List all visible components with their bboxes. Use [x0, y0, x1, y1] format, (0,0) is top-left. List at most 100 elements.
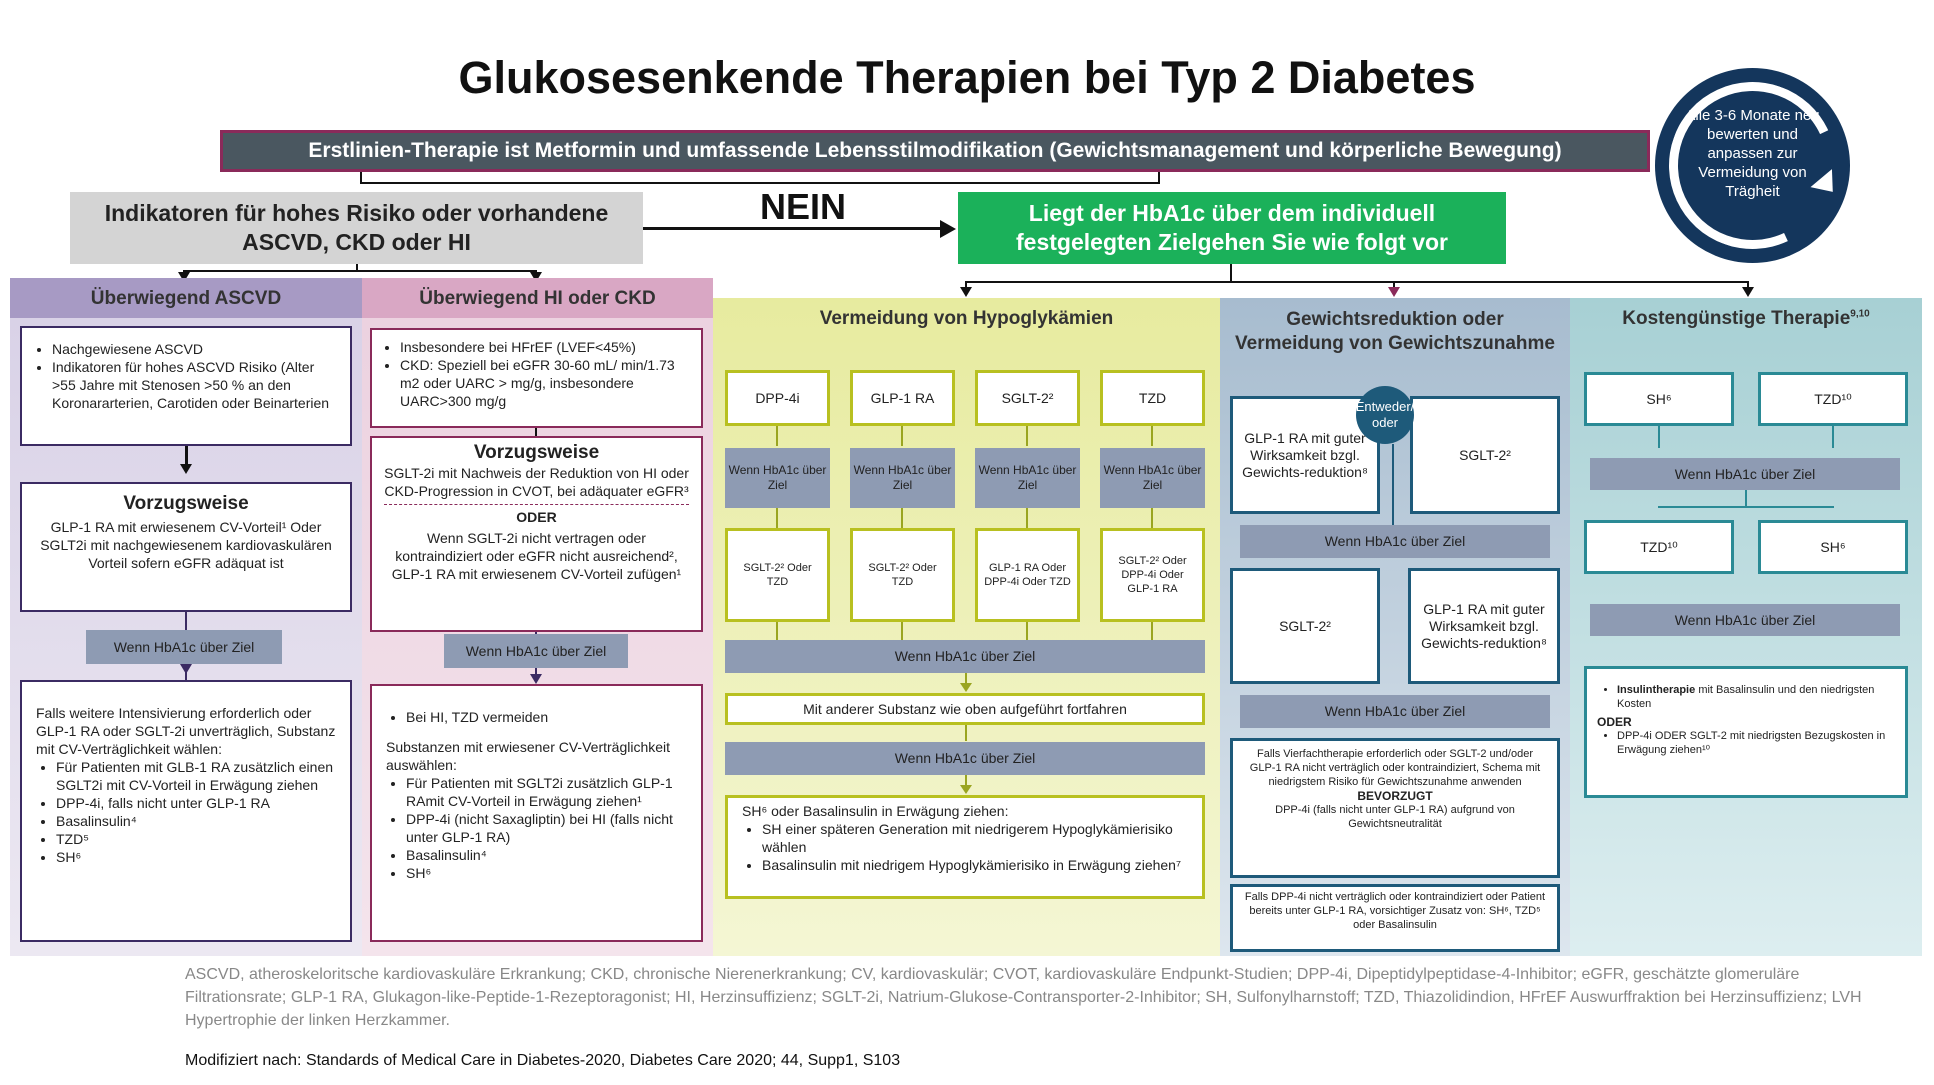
hi-final-box: Bei HI, TZD vermeiden Substanzen mit erw…	[370, 684, 703, 942]
weight-sglt2-box-2: SGLT-2²	[1230, 568, 1380, 684]
box-text: GLP-1 RA	[870, 389, 935, 406]
list-item: DPP-4i (nicht Saxagliptin) bei HI (falls…	[406, 810, 687, 846]
hi-preferred-head: Vorzugsweise	[473, 442, 600, 463]
list-item: Insbesondere bei HFrEF (LVEF<45%)	[400, 338, 693, 356]
cost-sh-box: SH⁶	[1584, 372, 1734, 426]
cost-sh-box-2: SH⁶	[1758, 520, 1908, 574]
hi-preferred-text: SGLT-2i mit Nachweis der Reduktion von H…	[384, 465, 689, 499]
cost-oder-label: ODER	[1597, 715, 1632, 729]
ascvd-preferred-box: Vorzugsweise GLP-1 RA mit erwiesenem CV-…	[20, 482, 352, 612]
weight-panel-head: Gewichtsreduktion oder Vermeidung von Ge…	[1235, 309, 1555, 354]
weight-hba-if-above: Wenn HbA1c über Ziel	[1240, 525, 1550, 558]
ascvd-panel-head: Überwiegend ASCVD	[90, 288, 282, 309]
connector	[1392, 444, 1394, 526]
hypo-drug-box: DPP-4i	[725, 370, 830, 426]
box-text: TZD¹⁰	[1640, 538, 1678, 555]
connector	[965, 725, 967, 741]
hypo-drug-box: GLP-1 RA	[850, 370, 955, 426]
arrow-down-icon	[530, 674, 542, 684]
ascvd-final-box: Falls weitere Intensivierung erforderlic…	[20, 680, 352, 942]
connector	[185, 446, 188, 466]
insulin-label: Insulintherapie	[1617, 684, 1696, 696]
hi-alt-text: Wenn SGLT-2i nicht vertragen oder kontra…	[391, 530, 682, 582]
list-item: Für Patienten mit SGLT2i zusätzlich GLP-…	[406, 774, 687, 810]
weight-panel: Gewichtsreduktion oder Vermeidung von Ge…	[1220, 298, 1570, 956]
hypo-hba-small: Wenn HbA1c über Ziel	[1100, 448, 1205, 508]
connector	[1151, 508, 1153, 528]
page-title: Glukosesenkende Therapien bei Typ 2 Diab…	[458, 52, 1476, 103]
hba-label: Wenn HbA1c über Ziel	[1674, 465, 1816, 482]
list-item: SH⁶	[406, 864, 687, 882]
no-arrowhead-icon	[940, 220, 956, 238]
cost-tzd-box: TZD¹⁰	[1758, 372, 1908, 426]
hypo-hba-small: Wenn HbA1c über Ziel	[725, 448, 830, 508]
weight-last-box: Falls DPP-4i nicht verträglich oder kont…	[1230, 884, 1560, 952]
list-item: DPP-4i ODER SGLT-2 mit niedrigsten Bezug…	[1617, 729, 1895, 757]
list-item: SH einer späteren Generation mit niedrig…	[762, 820, 1188, 856]
weight-glp1-box: GLP-1 RA mit guter Wirksamkeit bzgl. Gew…	[1230, 396, 1380, 514]
ascvd-indicators-box: Nachgewiesene ASCVD Indikatoren für hohe…	[20, 326, 352, 446]
box-text: TZD	[1138, 389, 1167, 406]
hypo-hba-if-above: Wenn HbA1c über Ziel	[725, 640, 1205, 673]
connector	[901, 426, 903, 446]
box-text: SH⁶	[1820, 538, 1846, 555]
list-item: CKD: Speziell bei eGFR 30-60 mL/ min/1.7…	[400, 356, 693, 410]
risk-box-text: Indikatoren für hohes Risiko oder vorhan…	[104, 200, 609, 255]
cycle-text: Alle 3-6 Monate neu bewerten und anpasse…	[1685, 107, 1820, 200]
hba-label: Wenn HbA1c über Ziel	[1674, 611, 1816, 628]
box-text: SGLT-2²	[1279, 617, 1331, 634]
arrow-down-icon	[178, 272, 190, 282]
weight-sglt2-box: SGLT-2²	[1410, 396, 1560, 514]
list-item: Nachgewiesene ASCVD	[52, 340, 340, 358]
no-label: NEIN	[760, 186, 847, 227]
connector	[1745, 490, 1747, 507]
hypo-continue-box: Mit anderer Substanz wie oben aufgeführt…	[725, 693, 1205, 725]
weight-preferred-label: BEVORZUGT	[1357, 789, 1433, 803]
connector	[1026, 508, 1028, 528]
box-text: GLP-1 RA mit guter Wirksamkeit bzgl. Gew…	[1421, 600, 1547, 651]
connector	[776, 426, 778, 446]
box-text: SGLT-2²	[1001, 389, 1054, 406]
hba-label: Wenn HbA1c über Ziel	[465, 642, 607, 659]
cost-head-sup: 9,10	[1850, 308, 1870, 320]
hypo-drug-box: TZD	[1100, 370, 1205, 426]
either-text: Entweder/ oder	[1355, 399, 1415, 430]
ascvd-final-intro: Falls weitere Intensivierung erforderlic…	[36, 705, 336, 757]
ascvd-preferred-head: Vorzugsweise	[123, 493, 249, 514]
arrow-down-icon	[1742, 287, 1754, 297]
cost-final-box: Insulintherapie mit Basalinsulin und den…	[1584, 666, 1908, 798]
cost-hba-if-above: Wenn HbA1c über Ziel	[1590, 458, 1900, 490]
abbreviations-footer: ASCVD, atheroskeloritsche kardiovaskulär…	[185, 966, 1862, 1029]
arrow-down-icon	[530, 272, 542, 282]
connector	[1658, 426, 1660, 448]
hba-label: Wenn HbA1c über Ziel	[1324, 533, 1466, 549]
hypo-final-box: SH⁶ oder Basalinsulin in Erwägung ziehen…	[725, 795, 1205, 899]
hba-label: Wenn HbA1c über Ziel	[113, 638, 255, 655]
hi-indicators-box: Insbesondere bei HFrEF (LVEF<45%) CKD: S…	[370, 328, 703, 428]
connector	[901, 622, 903, 640]
connector	[183, 270, 537, 272]
weight-final-box: Falls Vierfachtherapie erforderlich oder…	[1230, 738, 1560, 878]
hypo-second-box: SGLT-2² Oder TZD	[725, 528, 830, 622]
connector	[535, 428, 537, 436]
ascvd-panel: Überwiegend ASCVD Nachgewiesene ASCVD In…	[10, 278, 362, 956]
list-item: Basalinsulin⁴	[56, 812, 336, 830]
arrow-down-icon	[960, 683, 972, 692]
hba-label: Wenn HbA1c über Ziel	[1324, 703, 1466, 719]
hi-hba-if-above: Wenn HbA1c über Ziel	[444, 634, 628, 668]
arrow-down-icon	[1388, 287, 1400, 297]
cost-panel-head: Kostengünstige Therapie9,10	[1570, 308, 1922, 330]
connector	[776, 508, 778, 528]
connector	[356, 264, 358, 272]
hba-label: Wenn HbA1c über Ziel	[894, 750, 1036, 766]
box-text: SGLT-2²	[1459, 446, 1511, 463]
box-text: Wenn HbA1c über Ziel	[853, 463, 952, 492]
connector	[1658, 506, 1834, 508]
hi-panel-head: Überwiegend HI oder CKD	[419, 288, 656, 309]
list-item: Basalinsulin mit niedrigem Hypoglykämier…	[762, 856, 1188, 874]
no-arrow-line	[643, 227, 943, 230]
connector	[1151, 622, 1153, 640]
hba1c-question-text: Liegt der HbA1c über dem individuell fes…	[1016, 200, 1448, 255]
connector	[901, 508, 903, 528]
connector	[965, 281, 967, 290]
